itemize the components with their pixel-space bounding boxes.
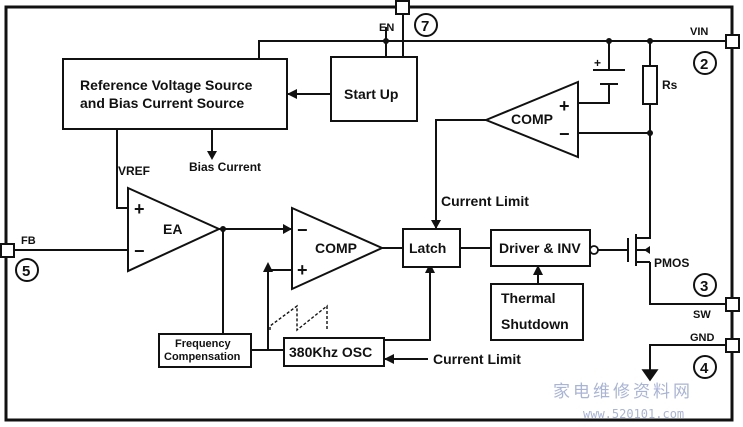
pin-sw-name: SW — [693, 309, 711, 321]
startup-label: Start Up — [344, 86, 398, 102]
vref-label: VREF — [118, 164, 150, 178]
pin-fb-name: FB — [21, 235, 36, 247]
comp-pwm-label: COMP — [315, 240, 357, 256]
osc-label: 380Khz OSC — [289, 344, 372, 360]
comp-pwm-minus: − — [297, 220, 308, 240]
pin-fb-num: 5 — [22, 263, 30, 280]
pin-en-num: 7 — [421, 18, 429, 35]
comp-top-plus: + — [559, 96, 570, 116]
thermal-line1: Thermal — [501, 290, 555, 306]
battery-icon: + — [593, 56, 625, 85]
comp-pwm-plus: + — [297, 260, 308, 280]
startup-block: Start Up — [330, 56, 418, 122]
pin-vin-num: 2 — [700, 56, 708, 73]
watermark: 家电维修资料网 www.520101.com — [553, 382, 693, 421]
comp-top-minus: − — [559, 124, 570, 144]
pin-en-name: EN — [379, 22, 394, 34]
freq-line1: Frequency — [175, 338, 232, 350]
thermal-line2: Shutdown — [501, 316, 569, 332]
driver-label: Driver & INV — [499, 240, 581, 256]
watermark-line2: www.520101.com — [583, 407, 684, 421]
ea-label: EA — [163, 221, 182, 237]
ref-line2: and Bias Current Source — [80, 95, 244, 111]
driver-block: Driver & INV — [490, 229, 599, 267]
pmos-label: PMOS — [654, 256, 689, 270]
resistor-rs: Rs — [642, 65, 678, 105]
current-limit-bottom-label: Current Limit — [433, 351, 521, 367]
pin-vin-name: VIN — [690, 26, 708, 38]
comp-top: COMP + − — [483, 80, 579, 159]
rs-label: Rs — [662, 78, 678, 92]
oscillator-block: 380Khz OSC — [283, 337, 385, 367]
pin-vin: VIN 2 — [690, 26, 740, 75]
comp-top-label: COMP — [511, 111, 553, 127]
ref-line1: Reference Voltage Source — [80, 77, 253, 93]
ea-minus: − — [134, 241, 145, 261]
thermal-shutdown-block: Thermal Shutdown — [490, 283, 584, 341]
pin-fb: FB 5 — [0, 235, 39, 282]
bias-current-label: Bias Current — [189, 160, 261, 174]
watermark-line1: 家电维修资料网 — [553, 382, 693, 402]
reference-voltage-block: Reference Voltage Source and Bias Curren… — [62, 58, 288, 130]
pmos-transistor: PMOS — [627, 232, 689, 270]
freq-line2: Compensation — [164, 351, 241, 363]
comp-pwm: COMP − + — [291, 206, 385, 291]
latch-block: Latch — [402, 228, 461, 268]
pin-sw-num: 3 — [700, 278, 708, 295]
latch-label: Latch — [409, 240, 446, 256]
current-limit-top-label: Current Limit — [441, 193, 529, 209]
pin-sw: 3 SW — [693, 273, 740, 321]
pin-gnd-name: GND — [690, 332, 715, 344]
sawtooth-waveform — [269, 304, 328, 332]
error-amplifier: EA + − — [127, 186, 222, 273]
pin-gnd: GND 4 — [690, 332, 740, 379]
ea-plus: + — [134, 199, 145, 219]
chip-outline — [4, 5, 734, 422]
pin-gnd-num: 4 — [700, 360, 709, 377]
pin-en: EN 7 — [379, 0, 438, 37]
svg-text:+: + — [594, 56, 601, 70]
frequency-compensation-block: Frequency Compensation — [158, 333, 252, 368]
junctions — [220, 38, 653, 232]
